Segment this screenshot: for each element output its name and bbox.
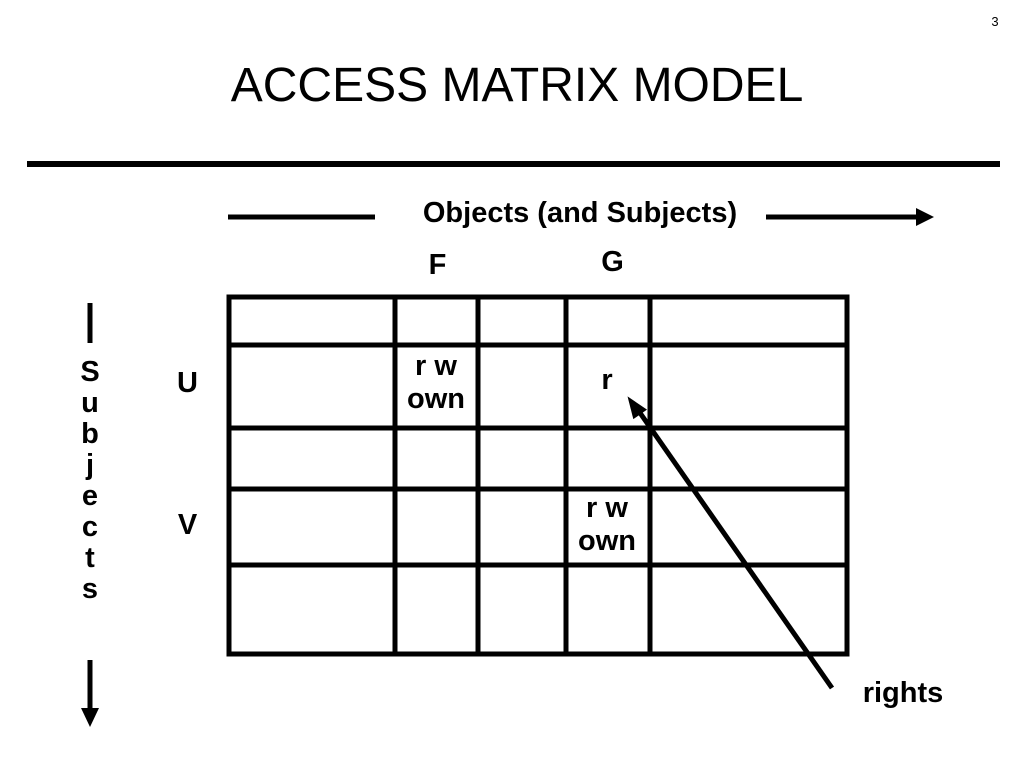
row-label-u: U [177, 367, 198, 399]
subjects-axis-arrowhead [81, 708, 99, 727]
matrix-border [226, 294, 850, 657]
subjects-letter: t [85, 542, 95, 574]
objects-axis-label: Objects (and Subjects) [422, 197, 738, 229]
row-label-v: V [177, 509, 198, 541]
rights-label: rights [862, 677, 944, 709]
cell-rights-line: own [578, 525, 636, 557]
cell-rights-line: own [407, 383, 465, 415]
rights-pointer-arrowhead [627, 396, 647, 420]
title-divider [27, 161, 1000, 167]
matrix-cell-g-v: r w own [565, 492, 649, 558]
subjects-axis-label: S u b j e c t s [70, 357, 110, 605]
matrix-cell-g-u: r [565, 364, 649, 397]
access-matrix-grid [226, 294, 850, 657]
subjects-letter: e [81, 480, 99, 512]
page-number: 3 [991, 14, 999, 29]
matrix-cell-f-u: r w own [395, 350, 477, 416]
cell-rights-line: r w [415, 350, 457, 382]
column-label-g: G [601, 246, 624, 278]
cell-rights-line: r [601, 364, 613, 396]
subjects-letter: c [81, 511, 99, 543]
column-label-f: F [428, 249, 447, 281]
slide-title: ACCESS MATRIX MODEL [230, 59, 804, 112]
subjects-letter: S [80, 356, 100, 388]
rights-pointer-line [635, 408, 835, 690]
objects-axis-arrowhead [916, 208, 934, 226]
subjects-letter: j [85, 449, 95, 481]
subjects-letter: b [81, 418, 99, 450]
subjects-letter: s [81, 573, 99, 605]
cell-rights-line: r w [586, 492, 628, 524]
subjects-letter: u [81, 387, 99, 419]
